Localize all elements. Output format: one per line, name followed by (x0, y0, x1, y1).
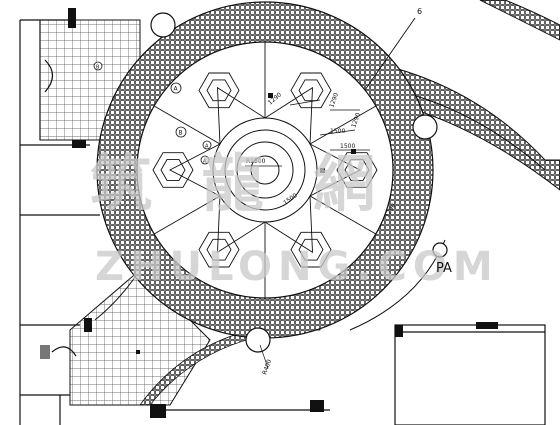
pattern-hexagon (336, 152, 378, 188)
pattern-star-edge (264, 86, 313, 145)
watermark-english: ZHULONG.COM (95, 244, 499, 290)
dim-d4: 1290 (350, 112, 362, 129)
pattern-star-edge (169, 143, 221, 197)
bollard-circles (150, 12, 448, 353)
tag-a-3: A (203, 159, 207, 165)
pattern-star-edge (264, 195, 313, 254)
pattern-hexagon-inner (344, 159, 370, 181)
pattern-hexagon (198, 231, 240, 268)
pattern-star-edge (217, 195, 266, 254)
pattern-star-edge (309, 143, 361, 197)
circle-tags (93, 61, 212, 165)
watermark-chinese: 筑 龍 網 (90, 147, 389, 220)
tag-b-2: B (96, 65, 100, 71)
pattern-star-edge (217, 86, 266, 145)
pattern-spoke (153, 105, 221, 145)
pattern-hexagon (198, 72, 240, 109)
pattern-hexagon (152, 152, 194, 188)
building-outline-left (19, 19, 100, 425)
pattern-hexagon (290, 72, 332, 109)
tag-b-1: B (179, 130, 183, 137)
dim-radius: R1500 (246, 158, 266, 165)
callout-top-label: 6 (417, 7, 422, 16)
callout-leader (364, 17, 416, 91)
pattern-spoke (309, 105, 377, 145)
pattern-hexagon-inner (298, 79, 324, 102)
zone-label: PA (436, 261, 452, 276)
pattern-hexagon-inner (298, 238, 324, 261)
pattern-hexagon (290, 231, 332, 268)
marker-squares (136, 93, 356, 354)
bottom-building-outline (59, 324, 546, 425)
dim-d2: 1290 (328, 92, 340, 109)
central-medallion (212, 117, 318, 223)
tag-a-2: A (205, 144, 209, 150)
pattern-hexagon-inner (206, 238, 232, 261)
dim-d3: 1500 (330, 128, 345, 135)
pattern-spoke (153, 195, 221, 235)
dim-bottom: R400 (261, 358, 273, 375)
pattern-hexagon-inner (206, 79, 232, 102)
pattern-spoke (309, 195, 377, 235)
plaza-inner-pattern (152, 42, 378, 298)
pattern-hexagon-inner (160, 159, 186, 181)
dim-d5: 1500 (340, 143, 355, 150)
tag-a-1: A (174, 86, 179, 93)
dimension-lines (245, 99, 370, 369)
